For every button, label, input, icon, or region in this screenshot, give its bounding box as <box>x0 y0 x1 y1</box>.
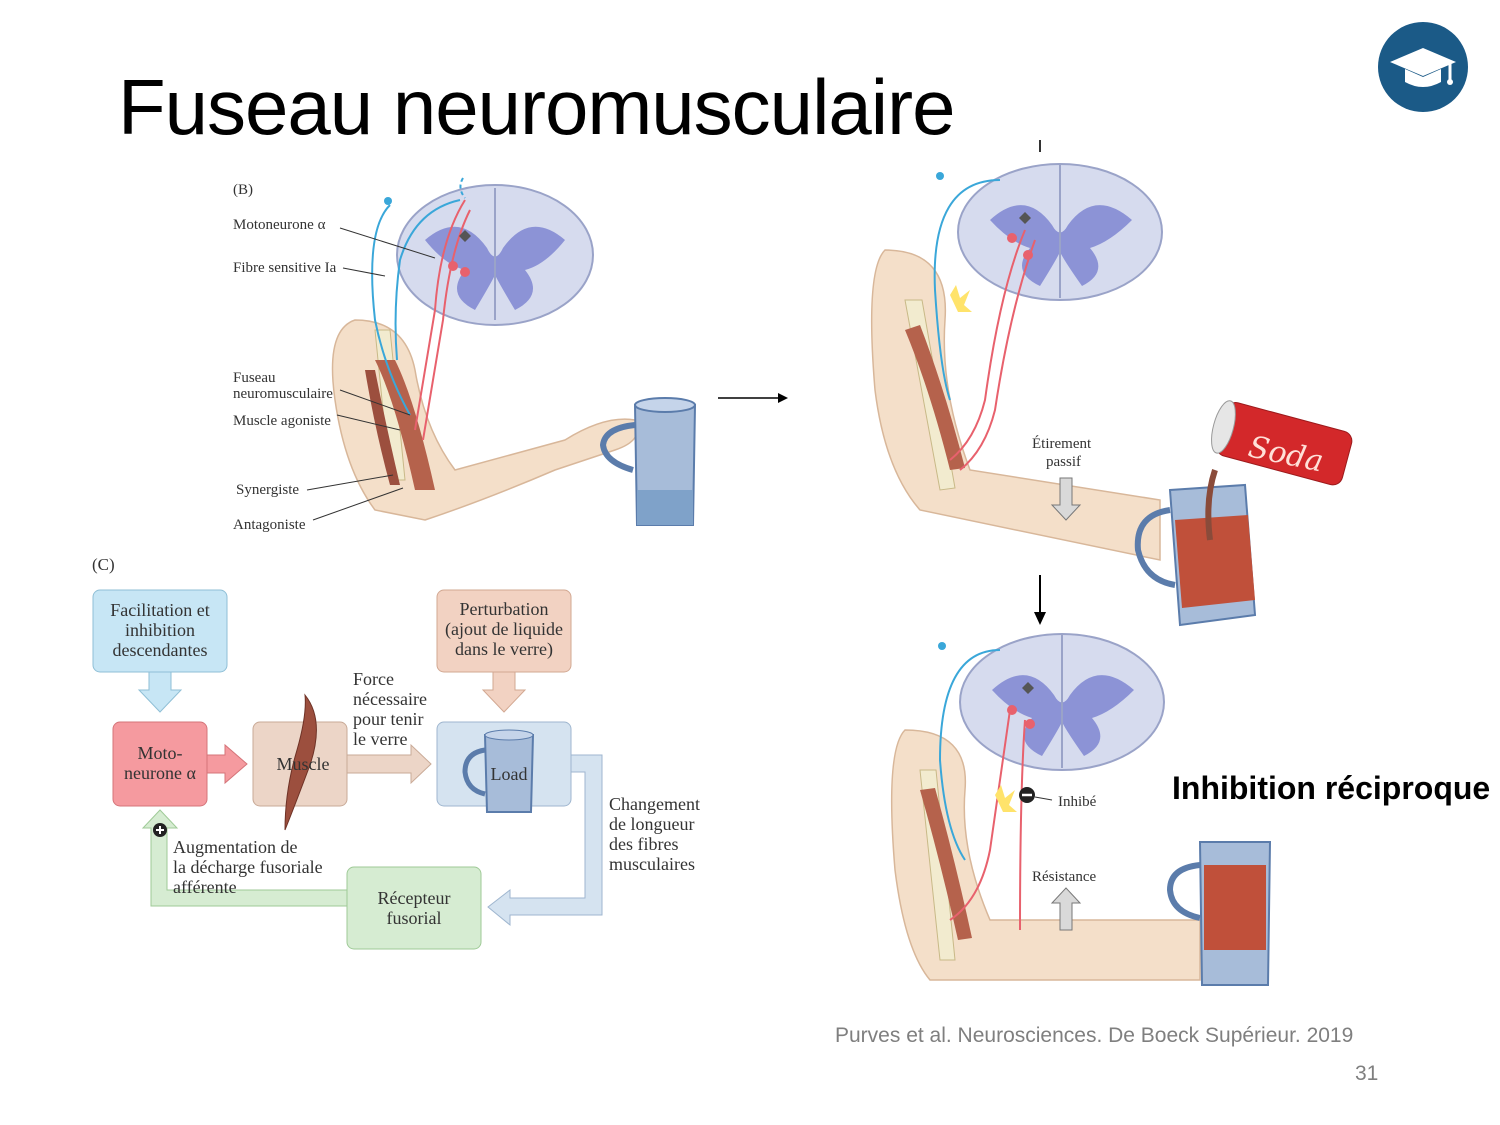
recepteur-box <box>346 866 482 950</box>
panel-c-label: (C) <box>92 555 115 574</box>
panel-c-flow-diagram <box>92 589 603 950</box>
soda-mug-illustration <box>1134 483 1257 627</box>
label-inhibe: Inhibé <box>1058 794 1097 810</box>
mug-illustration <box>599 397 697 526</box>
panel-inhibition-illustration <box>890 633 1272 986</box>
arrow-down-icon <box>1050 477 1082 521</box>
panel-b-illustration <box>306 177 697 526</box>
citation: Purves et al. Neurosciences. De Boeck Su… <box>835 1024 1354 1047</box>
interneuron-icon <box>459 230 471 242</box>
load-text: Load <box>490 764 528 784</box>
graduation-cap-icon <box>1378 22 1468 112</box>
arrow-up-icon <box>1050 887 1082 931</box>
soda-can-illustration <box>1211 400 1353 486</box>
spinal-cord-section <box>957 163 1163 301</box>
label-synergiste: Synergiste <box>236 482 300 498</box>
arrow-right-icon <box>718 393 788 403</box>
spike-icon <box>995 785 1017 812</box>
slide-title: Fuseau neuromusculaire <box>118 63 955 151</box>
label-resistance: Résistance <box>1032 869 1097 885</box>
label-etirement-line1: Étirement <box>1032 436 1092 452</box>
spinal-cord-section <box>959 633 1165 771</box>
label-fuseau-line2: neuromusculaire <box>233 386 333 402</box>
label-etirement-line2: passif <box>1046 454 1081 470</box>
panel-stretch-illustration <box>870 140 1353 627</box>
motoneuron-soma-icon <box>448 261 458 271</box>
load-mug-icon <box>462 729 535 813</box>
motoneurone-text: Moto-neurone α <box>124 743 196 783</box>
panel-b-label: (B) <box>233 182 253 198</box>
inhibition-reciproque-title: Inhibition réciproque <box>1172 770 1491 806</box>
spike-icon <box>950 285 972 312</box>
label-motoneurone-alpha: Motoneurone α <box>233 217 326 233</box>
label-antagoniste: Antagoniste <box>233 517 306 533</box>
label-muscle-agoniste: Muscle agoniste <box>233 413 331 429</box>
page-number: 31 <box>1355 1062 1379 1085</box>
label-fibre-sensitive: Fibre sensitive Ia <box>233 260 337 276</box>
label-fuseau-line1: Fuseau <box>233 370 276 386</box>
muscle-text: Muscle <box>276 754 330 774</box>
full-mug-illustration <box>1166 841 1272 986</box>
